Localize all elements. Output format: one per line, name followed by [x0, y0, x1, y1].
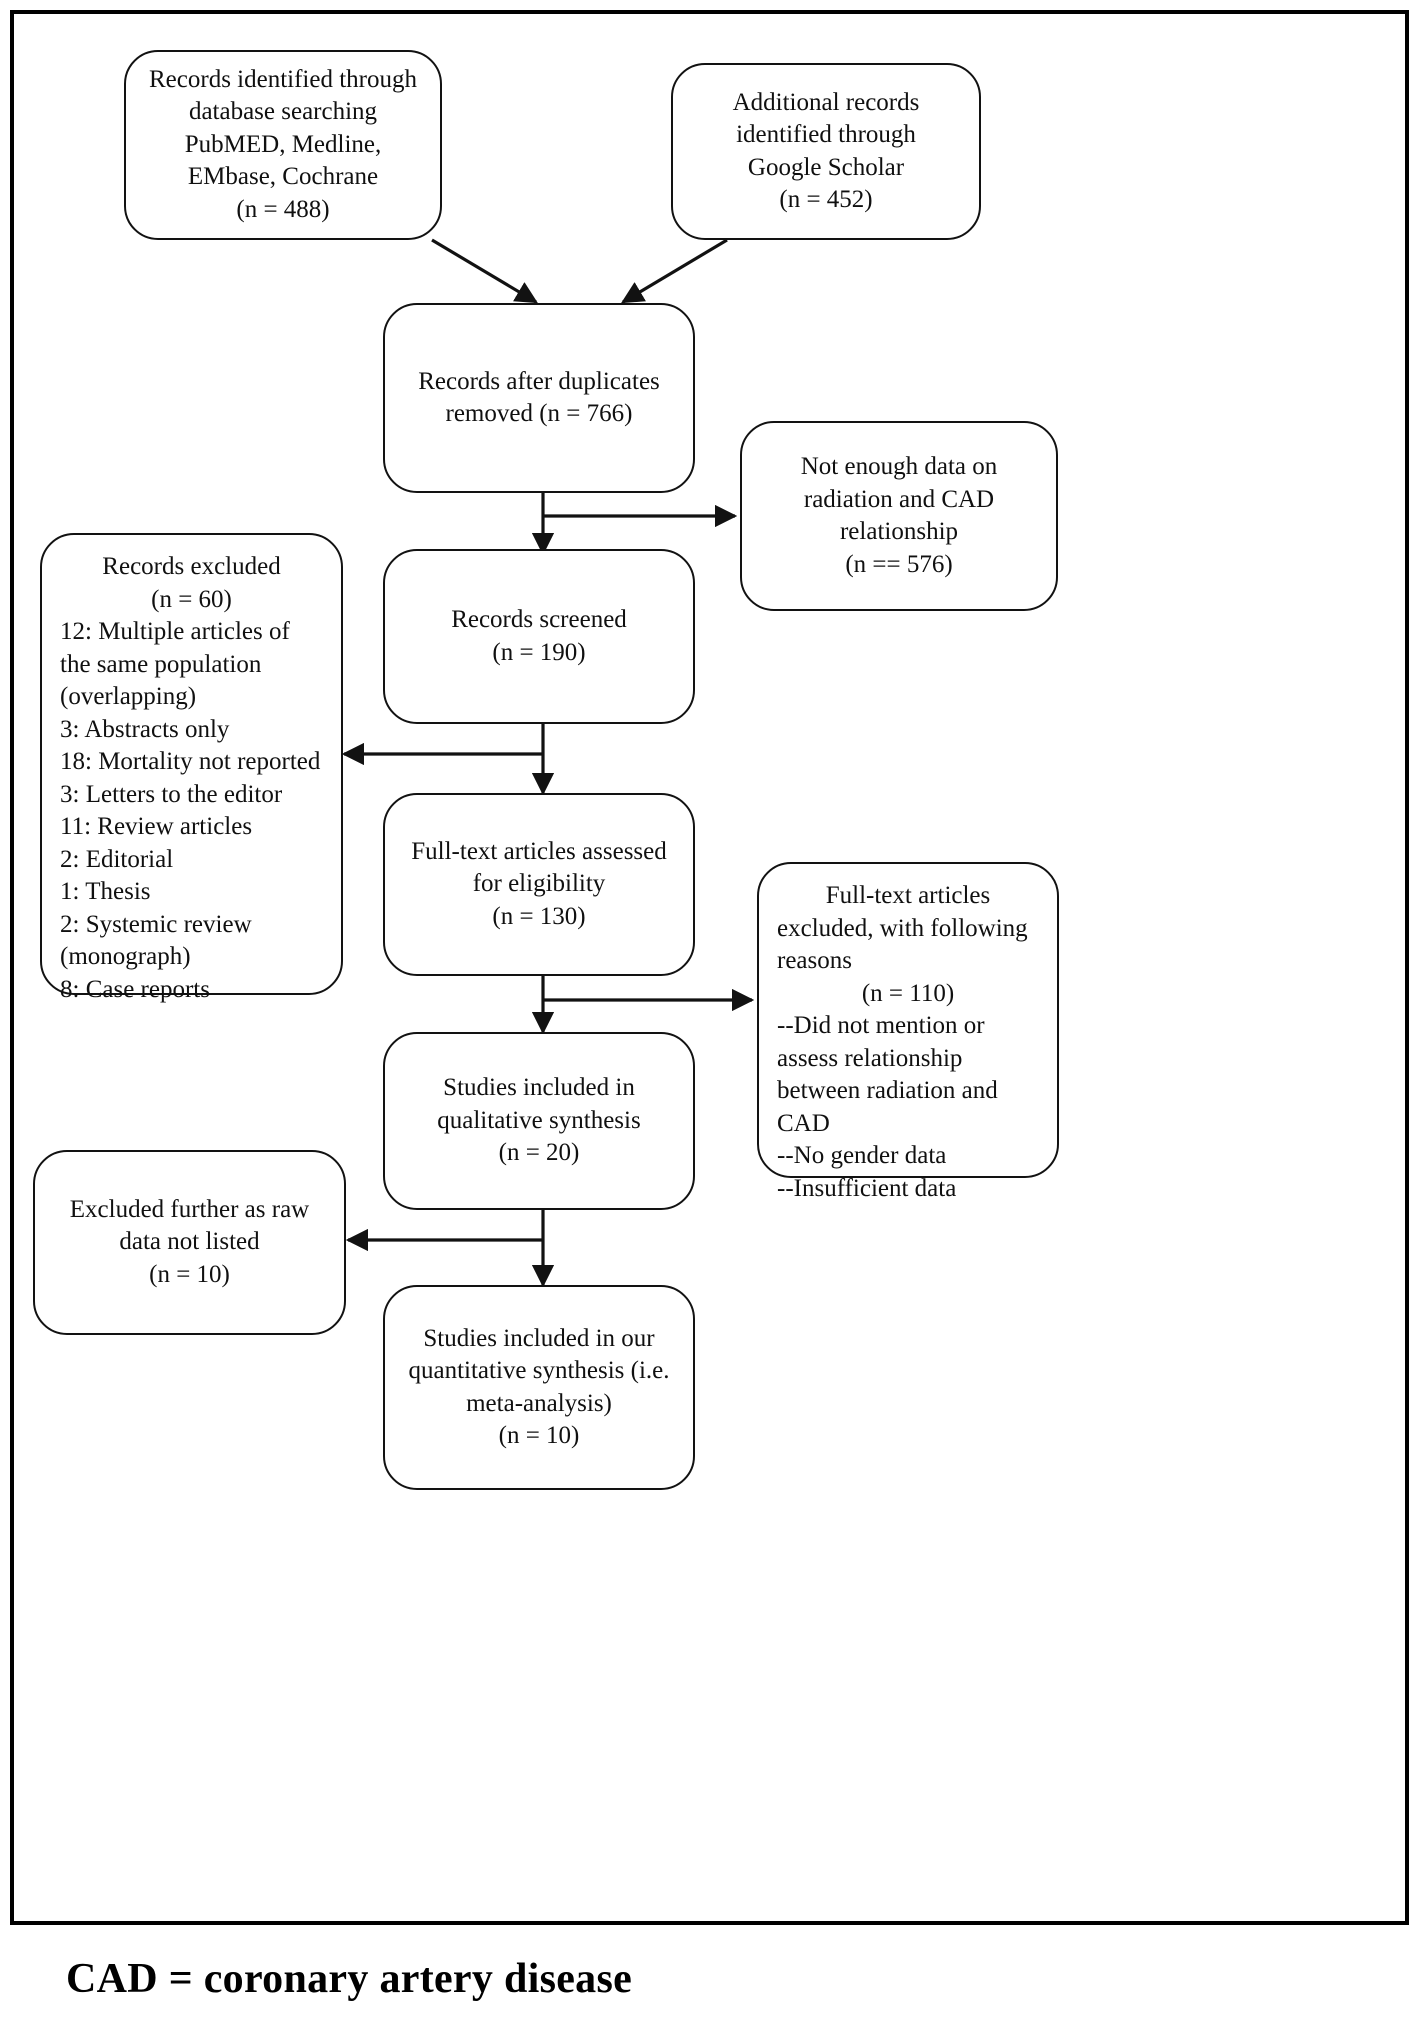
node-line: radiation and CAD — [803, 485, 995, 513]
excluded-reason: 2: Systemic review — [60, 910, 252, 938]
studies-included-quantitative-synthesis: Studies included in our quantitative syn… — [383, 1285, 695, 1490]
node-line: --Did not mention or — [777, 1012, 985, 1039]
node-line: Studies included in our — [423, 1324, 655, 1352]
node-line: (n = 130) — [492, 902, 586, 930]
node-line: (n = 20) — [498, 1139, 580, 1167]
excluded-reason: 2: Editorial — [60, 845, 174, 873]
node-line: (n = 10) — [149, 1260, 230, 1288]
excluded-reason: the same population — [60, 650, 262, 678]
node-line: qualitative synthesis — [437, 1106, 641, 1134]
node-line: PubMED, Medline, — [184, 130, 382, 158]
excluded-reason: 3: Letters to the editor — [60, 780, 283, 808]
node-line: (n == 576) — [845, 550, 953, 578]
excluded-reason: 12: Multiple articles of — [60, 618, 290, 645]
node-line: quantitative synthesis (i.e. — [408, 1357, 670, 1384]
node-line: database searching — [188, 98, 378, 126]
excluded-reason: 11: Review articles — [60, 813, 253, 840]
studies-included-qualitative-synthesis: Studies included in qualitative synthesi… — [383, 1032, 695, 1210]
node-line: --Insufficient data — [777, 1174, 957, 1202]
additional-records-google-scholar: Additional records identified through Go… — [671, 63, 981, 240]
node-line: Records after duplicates — [418, 367, 660, 395]
node-line: (n = 60) — [151, 585, 232, 613]
node-line: Records excluded — [102, 553, 281, 580]
full-text-articles-assessed-for-eligibility: Full-text articles assessed for eligibil… — [383, 793, 695, 976]
node-line: Google Scholar — [747, 153, 905, 181]
node-line: excluded, with following — [777, 914, 1028, 942]
excluded-reason: 3: Abstracts only — [60, 715, 230, 743]
node-line: removed (n = 766) — [445, 400, 633, 427]
node-line: relationship — [839, 518, 959, 545]
node-line: data not listed — [119, 1228, 260, 1256]
node-line: Studies included in — [443, 1074, 635, 1102]
excluded-further-raw-data-not-listed: Excluded further as raw data not listed … — [33, 1150, 346, 1335]
excluded-reason: 1: Thesis — [60, 878, 151, 905]
excluded-reason: (overlapping) — [60, 683, 197, 710]
node-line: Full-text articles — [825, 882, 991, 909]
node-line: CAD — [777, 1109, 830, 1137]
excluded-reason: 18: Mortality not reported — [60, 748, 321, 775]
node-line: Not enough data on — [800, 453, 998, 480]
node-line: (n = 452) — [779, 186, 873, 213]
records-after-duplicates-removed: Records after duplicates removed (n = 76… — [383, 303, 695, 493]
not-enough-data-on-radiation-and-cad: Not enough data on radiation and CAD rel… — [740, 421, 1058, 611]
node-line: meta-analysis) — [466, 1389, 612, 1417]
excluded-reason: (monograph) — [60, 943, 191, 970]
node-line: (n = 10) — [498, 1422, 580, 1449]
node-line: Excluded further as raw — [69, 1195, 310, 1223]
node-line: assess relationship — [777, 1044, 963, 1072]
node-line: --No gender data — [777, 1142, 947, 1169]
node-line: for eligibility — [472, 870, 606, 898]
node-line: EMbase, Cochrane — [187, 163, 379, 191]
node-line: Records identified through — [149, 65, 417, 93]
node-line: between radiation and — [777, 1077, 998, 1104]
node-line: Full-text articles assessed — [411, 837, 667, 865]
full-text-articles-excluded: Full-text articles excluded, with follow… — [757, 862, 1059, 1202]
node-line: reasons — [777, 947, 852, 974]
records-excluded: Records excluded (n = 60) 12: Multiple a… — [40, 533, 343, 1003]
node-line: (n = 488) — [236, 195, 330, 223]
node-line: Additional records — [732, 88, 920, 116]
node-line: Records screened — [451, 606, 627, 633]
records-identified-database-searching: Records identified through database sear… — [124, 50, 442, 240]
node-line: identified through — [736, 121, 916, 148]
records-screened: Records screened (n = 190) — [383, 549, 695, 724]
node-line: (n = 110) — [861, 979, 955, 1007]
figure-caption: CAD = coronary artery disease — [66, 1956, 633, 2002]
excluded-reason: 8: Case reports — [60, 975, 210, 1003]
node-line: (n = 190) — [492, 638, 586, 666]
